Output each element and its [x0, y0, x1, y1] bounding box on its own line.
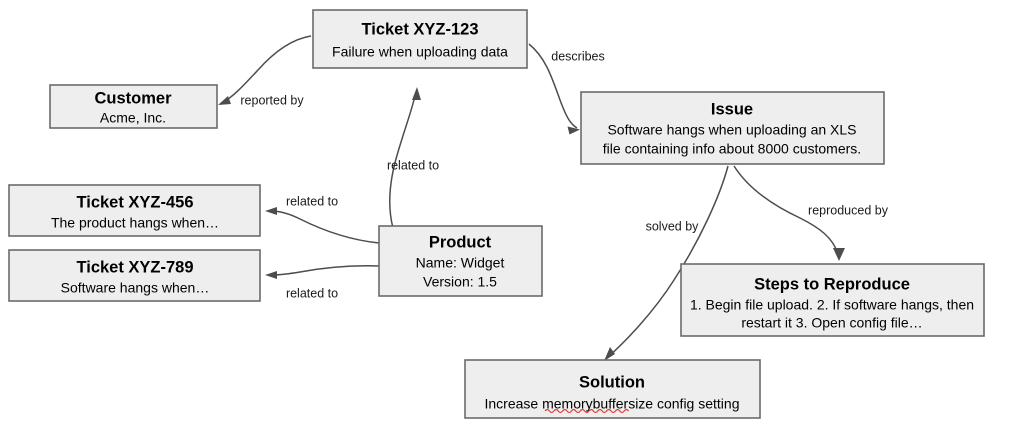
edge-solved-by-line: [607, 165, 729, 358]
edge-label-reproduced-by: reproduced by: [808, 203, 889, 217]
edge-label-related-to-ticket-123: related to: [387, 158, 439, 172]
edge-reproduced-by-line: [733, 165, 839, 255]
node-steps-to-reproduce-title: Steps to Reproduce: [754, 275, 910, 293]
node-solution[interactable]: Solution Increase memorybuffersize confi…: [464, 359, 761, 419]
edge-related-to-ticket-123-line: [389, 91, 417, 229]
edge-reported-by-arrowhead: [218, 96, 231, 105]
edge-related-to-ticket-789-line: [270, 265, 380, 276]
edge-label-related-to-ticket-456: related to: [286, 194, 338, 208]
node-ticket-xyz-789-title: Ticket XYZ-789: [76, 258, 193, 276]
node-steps-to-reproduce-line-1: 1. Begin file upload. 2. If software han…: [690, 297, 974, 313]
node-customer-line-1: Acme, Inc.: [100, 110, 166, 126]
edge-label-describes: describes: [551, 49, 605, 63]
node-ticket-xyz-789-box: [8, 249, 261, 302]
node-solution-box: [464, 359, 761, 419]
node-ticket-xyz-789-line-1: Software hangs when…: [61, 280, 210, 296]
node-issue-title: Issue: [711, 100, 753, 118]
node-issue-line-1: Software hangs when uploading an XLS: [607, 122, 856, 138]
edge-related-to-ticket-456[interactable]: related to: [265, 194, 380, 244]
edge-label-solved-by: solved by: [646, 219, 700, 233]
edge-describes-line: [528, 43, 578, 129]
node-issue-box: [580, 91, 885, 165]
edge-reported-by[interactable]: reported by: [218, 35, 312, 107]
edge-reproduced-by-arrowhead: [833, 248, 845, 261]
node-ticket-xyz-789[interactable]: Ticket XYZ-789 Software hangs when…: [8, 249, 261, 302]
edge-solved-by[interactable]: solved by: [604, 165, 729, 361]
node-product[interactable]: Product Name: Widget Version: 1.5: [378, 225, 543, 297]
node-customer[interactable]: Customer Acme, Inc.: [49, 84, 218, 129]
node-product-line-2: Version: 1.5: [423, 274, 497, 290]
node-ticket-xyz-456-title: Ticket XYZ-456: [76, 193, 193, 211]
node-issue-line-2: file containing info about 8000 customer…: [603, 141, 861, 157]
edge-related-to-ticket-123-arrowhead: [412, 87, 421, 100]
node-steps-to-reproduce-box: [680, 263, 985, 337]
edge-reproduced-by[interactable]: reproduced by: [733, 165, 889, 261]
node-product-title: Product: [429, 233, 492, 251]
edge-related-to-ticket-123[interactable]: related to: [387, 87, 439, 229]
edge-solved-by-arrowhead: [604, 347, 615, 361]
edge-related-to-ticket-789[interactable]: related to: [265, 265, 380, 300]
node-ticket-xyz-123-box: [312, 9, 528, 69]
node-product-box: [378, 225, 543, 297]
edge-describes-arrowhead: [567, 126, 580, 135]
edge-related-to-ticket-456-line: [270, 210, 380, 244]
node-issue[interactable]: Issue Software hangs when uploading an X…: [580, 91, 885, 165]
edge-reported-by-line: [221, 35, 312, 104]
node-solution-line-1: Increase memorybuffersize config setting: [485, 396, 740, 412]
node-product-line-1: Name: Widget: [416, 255, 505, 271]
node-ticket-xyz-456-box: [8, 184, 261, 237]
edge-describes[interactable]: describes: [528, 43, 605, 135]
node-steps-to-reproduce[interactable]: Steps to Reproduce 1. Begin file upload.…: [680, 263, 985, 337]
spellcheck-squiggle-icon: [544, 408, 630, 414]
edge-label-reported-by: reported by: [240, 93, 304, 107]
node-ticket-xyz-123[interactable]: Ticket XYZ-123 Failure when uploading da…: [312, 9, 528, 69]
node-ticket-xyz-456[interactable]: Ticket XYZ-456 The product hangs when…: [8, 184, 261, 237]
node-customer-box: [49, 84, 218, 129]
edge-label-related-to-ticket-789: related to: [286, 286, 338, 300]
node-ticket-xyz-456-line-1: The product hangs when…: [51, 215, 219, 231]
edge-related-to-ticket-456-arrowhead: [265, 207, 277, 215]
node-customer-title: Customer: [94, 89, 172, 107]
node-ticket-xyz-123-line-1: Failure when uploading data: [332, 44, 508, 60]
node-solution-title: Solution: [579, 373, 645, 391]
edge-related-to-ticket-789-arrowhead: [265, 271, 277, 279]
node-ticket-xyz-123-title: Ticket XYZ-123: [361, 20, 478, 38]
node-steps-to-reproduce-line-2: restart it 3. Open config file…: [741, 315, 922, 331]
